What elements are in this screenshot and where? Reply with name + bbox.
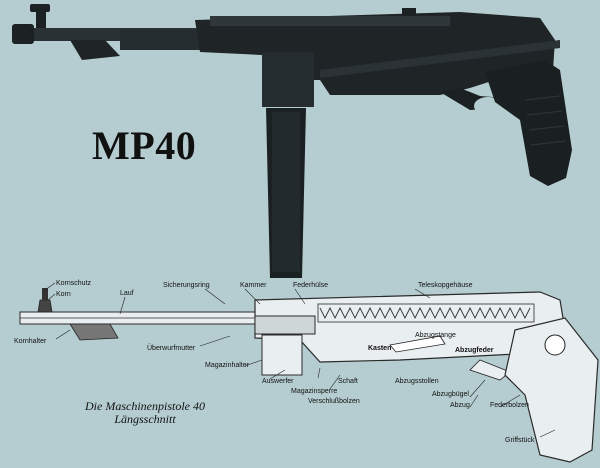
caption-line2: Längsschnitt bbox=[114, 412, 176, 426]
label-uberwurfmutter: Überwurfmutter bbox=[147, 345, 196, 352]
label-sicherungsring: Sicherungsring bbox=[163, 282, 210, 289]
label-abzugsstollen: Abzugsstollen bbox=[395, 378, 439, 385]
label-kasten: Kasten bbox=[368, 345, 392, 352]
label-korn: Korn bbox=[56, 291, 71, 298]
label-kammer: Kammer bbox=[240, 282, 267, 289]
label-federhulse: Federhülse bbox=[293, 282, 329, 289]
label-abzugstange: Abzugstange bbox=[415, 332, 456, 339]
title: MP40 bbox=[92, 123, 197, 168]
label-abzugfeder: Abzugfeder bbox=[455, 347, 494, 354]
label-verschlussbolzen: Verschlußbolzen bbox=[308, 398, 360, 405]
label-teleskopgehause: Teleskopgehäuse bbox=[418, 282, 473, 289]
label-auswerfer: Auswerfer bbox=[262, 378, 294, 385]
label-abzugbugel: Abzugbügel bbox=[432, 391, 469, 398]
label-kornschutz: Kornschutz bbox=[56, 280, 92, 287]
label-schaft: Schaft bbox=[338, 378, 358, 385]
caption-line1: Die Maschinenpistole 40 bbox=[85, 399, 205, 413]
label-abzug: Abzug bbox=[450, 402, 470, 409]
label-kornhalter: Kornhalter bbox=[14, 338, 47, 345]
label-federbolzen: Federbolzen bbox=[490, 402, 529, 409]
label-lauf: Lauf bbox=[120, 290, 134, 297]
label-magazinhalter: Magazinhalter bbox=[205, 362, 249, 369]
caption: Die Maschinenpistole 40 Längsschnitt bbox=[50, 400, 240, 426]
label-magazinsperre: Magazinsperre bbox=[291, 388, 338, 395]
label-griffstuck: Griffstück bbox=[505, 437, 535, 444]
